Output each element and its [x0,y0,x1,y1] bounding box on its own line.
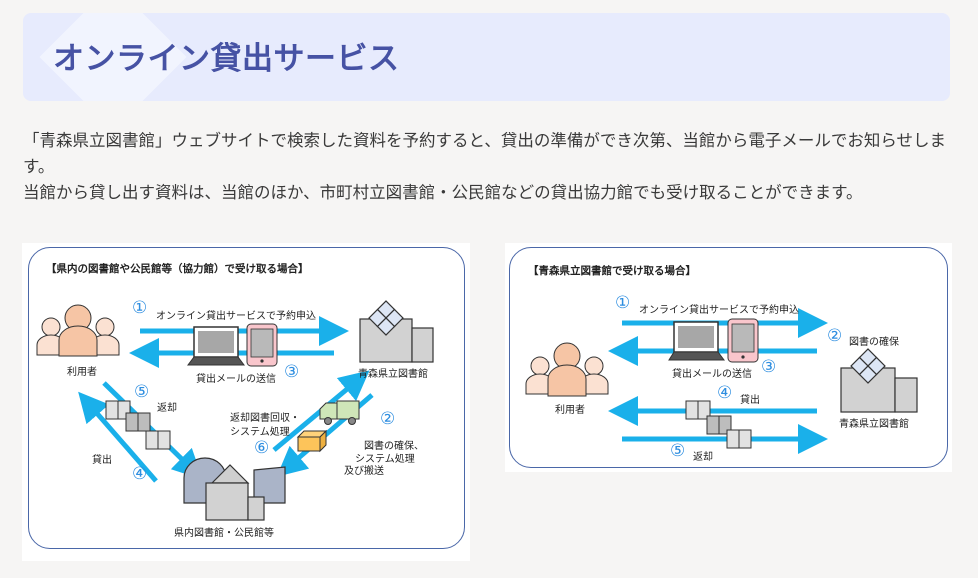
diagram-frame [28,247,465,549]
prefectural-library-icon [840,348,918,413]
laptop-icon [187,326,245,366]
step-6-text-1: 返却図書回収・ [230,413,300,424]
diagram-prefectural-graphics [525,308,918,454]
page-heading-banner: オンライン貸出サービス [23,13,950,101]
step-4-text: 貸出 [92,455,112,466]
diagram-prefectural-library-pickup: 【青森県立図書館で受け取る場合】 利用者 青森県立図書館 ① オンライン貸出サー… [505,243,952,472]
users-icon [36,304,120,357]
step-3-text: 貸出メールの送信 [196,374,276,385]
step-1-text: オンライン貸出サービスで予約申込 [156,311,316,322]
diagram-partner-library-pickup: 【県内の図書館や公民館等（協力館）で受け取る場合】 利用者 青森県立図書館 県内… [22,243,470,561]
parcel-box-icon [296,429,328,453]
step-2-text-3: 及び搬送 [344,466,384,477]
user-label: 利用者 [555,405,585,416]
step-5-number: ⑤ [670,441,686,461]
step-3-text: 貸出メールの送信 [672,369,752,380]
diagram-title: 【青森県立図書館で受け取る場合】 [528,265,696,277]
step-1-text: オンライン貸出サービスで予約申込 [639,305,799,316]
step-1-number: ① [132,298,148,318]
arrow-return-6 [272,370,370,452]
step-6-text-2: システム処理 [230,427,290,438]
intro-paragraph-2: 当館から貸し出す資料は、当館のほか、市町村立図書館・公民館などの貸出協力館でも受… [23,183,863,202]
local-library-label: 県内図書館・公民館等 [174,528,274,539]
diagram-title: 【県内の図書館や公民館等（協力館）で受け取る場合】 [46,263,309,275]
step-2-text-1: 図書の確保、 [364,441,424,452]
users-icon [525,342,609,397]
step-5-text: 返却 [157,403,177,414]
step-6-number: ⑥ [254,438,270,458]
user-label: 利用者 [67,367,97,378]
step-4-number: ④ [132,464,148,484]
step-4-text: 貸出 [740,395,760,406]
pref-library-label: 青森県立図書館 [839,419,909,430]
step-5-text: 返却 [693,452,713,463]
step-4-number: ④ [717,383,733,403]
diagram-partner-graphics [36,300,434,521]
step-5-number: ⑤ [134,382,150,402]
step-3-number: ③ [284,362,300,382]
step-2-text-2: システム処理 [355,454,415,465]
step-2-number: ② [827,326,843,346]
books-icon [685,400,752,449]
tablet-icon [727,318,759,363]
arrow-lend-4 [78,391,158,483]
intro-text: 「青森県立図書館」ウェブサイトで検索した資料を予約すると、貸出の準備ができ次第、… [23,128,953,206]
truck-icon [319,400,360,425]
page-title: オンライン貸出サービス [53,41,400,77]
diagram-frame [509,247,948,468]
local-library-icon [183,457,286,521]
step-1-number: ① [615,293,631,313]
books-icon [105,400,171,450]
tablet-icon [246,323,278,367]
step-2-text: 図書の確保 [849,337,899,348]
intro-paragraph-1: 「青森県立図書館」ウェブサイトで検索した資料を予約すると、貸出の準備ができ次第、… [23,131,947,176]
pref-library-label: 青森県立図書館 [358,369,428,380]
step-3-number: ③ [761,357,777,377]
prefectural-library-icon [359,300,434,363]
laptop-icon [668,321,725,361]
step-2-number: ② [380,409,396,429]
